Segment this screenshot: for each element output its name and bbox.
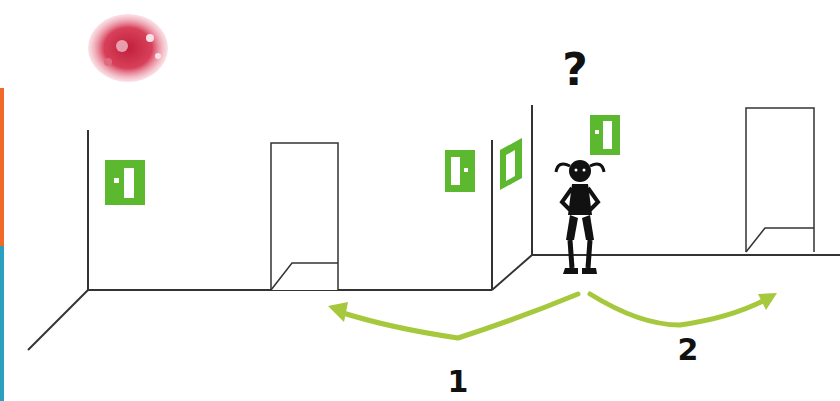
door [746,108,814,252]
exit-sign [105,160,145,205]
direction-arrow [328,294,578,338]
exit-sign [445,150,475,192]
fire-symbol [88,14,168,82]
girl-figure [556,160,604,274]
question-mark: ? [562,48,588,92]
direction-arrow [590,293,777,325]
corridor-walls [28,105,840,350]
exit-sign [590,115,620,155]
side-bar [0,88,4,246]
callout-number: 1 [448,367,469,397]
door [271,143,338,290]
callout-number: 2 [678,335,699,365]
exit-sign [500,138,522,190]
side-bar [0,246,4,401]
